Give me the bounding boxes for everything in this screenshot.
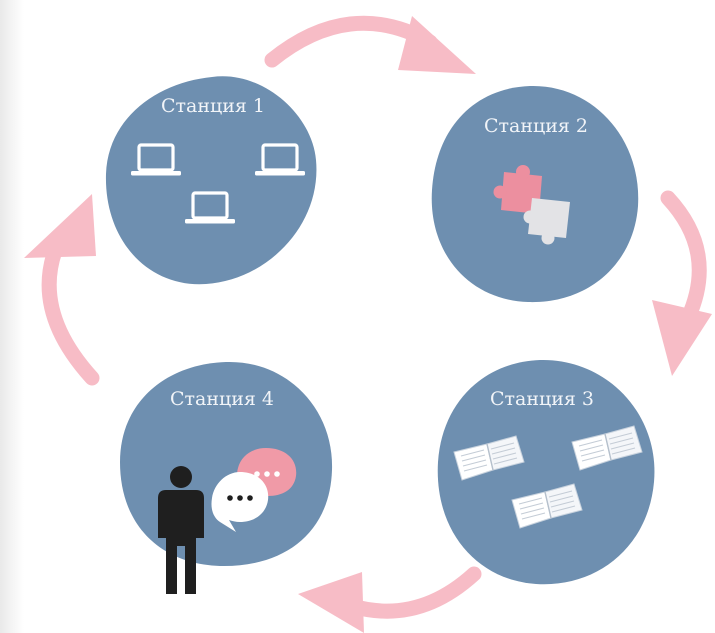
- arrow-1-to-2: [264, 15, 476, 74]
- person-icon: [158, 466, 204, 594]
- station-1-label: Станция 1: [161, 95, 265, 117]
- arrow-4-to-1: [24, 194, 100, 386]
- arrow-3-to-4: [298, 566, 482, 633]
- station-2: Станция 2: [431, 85, 639, 303]
- station-4-label: Станция 4: [170, 388, 274, 410]
- station-3-label: Станция 3: [490, 388, 594, 410]
- speech-bubble-icon: [211, 472, 269, 532]
- arrow-2-to-3: [652, 190, 712, 376]
- station-1: Станция 1: [105, 76, 317, 285]
- station-4: Станция 4: [120, 361, 333, 594]
- station-2-label: Станция 2: [484, 115, 588, 137]
- puzzle-icon: [493, 165, 570, 245]
- station-3: Станция 3: [437, 359, 655, 585]
